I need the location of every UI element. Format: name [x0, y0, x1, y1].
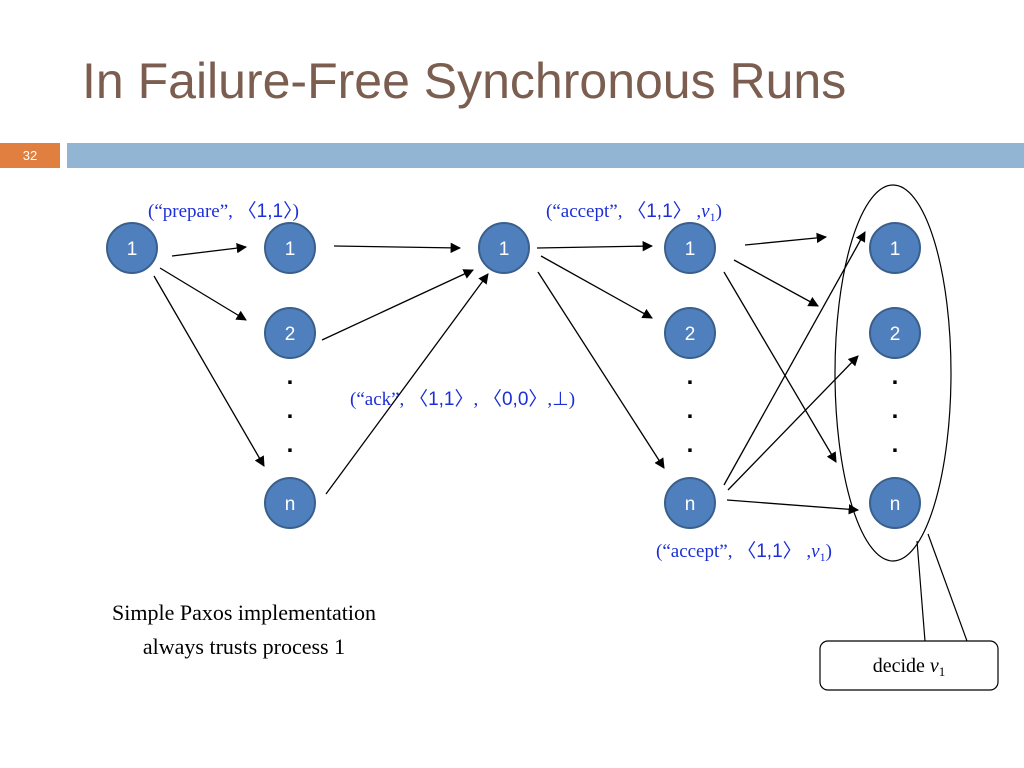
arrow-ack-n [325, 273, 489, 495]
decide-text: decide [873, 655, 930, 677]
svg-text:.: . [687, 431, 694, 458]
node-label: 1 [685, 239, 696, 260]
arrow-accept-n [537, 271, 665, 469]
node-col3-1: 1 [664, 222, 716, 274]
slide-title: In Failure-Free Synchronous Runs [82, 53, 847, 109]
arrow-accept-1 [536, 240, 654, 252]
decide-sub: 1 [939, 664, 946, 679]
node-col2-1: 1 [478, 222, 530, 274]
arrow-prepare-2 [159, 267, 247, 321]
arrow-col3-1-to-2 [733, 259, 819, 307]
decide-var: v [930, 655, 939, 677]
message-ack: (“ack”, 〈1,1〉, 〈0,0〉,⊥) [350, 388, 575, 410]
message-accept-top: (“accept”, 〈1,1〉 ,v1) [546, 200, 722, 224]
ellipsis-col4: . . . [892, 363, 899, 458]
decide-callout: decide v1 [819, 533, 999, 691]
ellipsis-col3: . . . [687, 363, 694, 458]
node-label: n [685, 494, 696, 515]
node-label: 2 [685, 324, 696, 345]
node-col1-n: n [264, 477, 316, 529]
decision-ellipse [834, 184, 952, 562]
node-label: 2 [890, 324, 901, 345]
message-accept-bottom: (“accept”, 〈1,1〉 ,v1) [656, 540, 832, 564]
svg-text:.: . [287, 397, 294, 424]
node-col4-2: 2 [869, 307, 921, 359]
node-col3-2: 2 [664, 307, 716, 359]
svg-text:.: . [892, 397, 899, 424]
arrow-col3-1-to-n [723, 271, 837, 463]
slide-number-box [0, 143, 60, 168]
svg-text:.: . [892, 431, 899, 458]
arrow-ack-2 [321, 269, 474, 341]
arrow-col3-n-to-n [726, 499, 860, 515]
node-label: 1 [285, 239, 296, 260]
caption-line2: always trusts process 1 [143, 634, 345, 659]
arrow-prepare-1 [171, 242, 248, 257]
node-label: n [285, 494, 296, 515]
node-col4-n: n [869, 477, 921, 529]
node-col1-1: 1 [264, 222, 316, 274]
arrow-accept-2 [540, 255, 653, 319]
svg-text:.: . [687, 397, 694, 424]
node-label: n [890, 494, 901, 515]
arrow-col3-1-to-1 [744, 232, 828, 246]
decide-box [819, 640, 999, 691]
arrow-col3-n-to-1 [723, 231, 866, 486]
svg-text:decide v1: decide v1 [873, 655, 946, 679]
node-col3-n: n [664, 477, 716, 529]
caption-line1: Simple Paxos implementation [112, 600, 376, 625]
message-prepare: (“prepare”, 〈1,1〉) [148, 200, 299, 222]
svg-text:.: . [287, 363, 294, 390]
node-col1-2: 2 [264, 307, 316, 359]
svg-text:.: . [287, 431, 294, 458]
node-col4-1: 1 [869, 222, 921, 274]
node-label: 1 [890, 239, 901, 260]
node-col0-1: 1 [106, 222, 158, 274]
node-label: 1 [127, 239, 138, 260]
node-label: 1 [499, 239, 510, 260]
ellipsis-col1: . . . [287, 363, 294, 458]
arrow-col3-n-to-2 [727, 355, 859, 491]
svg-text:.: . [892, 363, 899, 390]
title-bar [67, 143, 1024, 168]
arrow-reply-1 [333, 242, 462, 254]
arrow-prepare-n [153, 275, 265, 467]
svg-text:.: . [687, 363, 694, 390]
arrows [153, 231, 866, 515]
slide-number: 32 [22, 148, 38, 163]
node-label: 2 [285, 324, 296, 345]
